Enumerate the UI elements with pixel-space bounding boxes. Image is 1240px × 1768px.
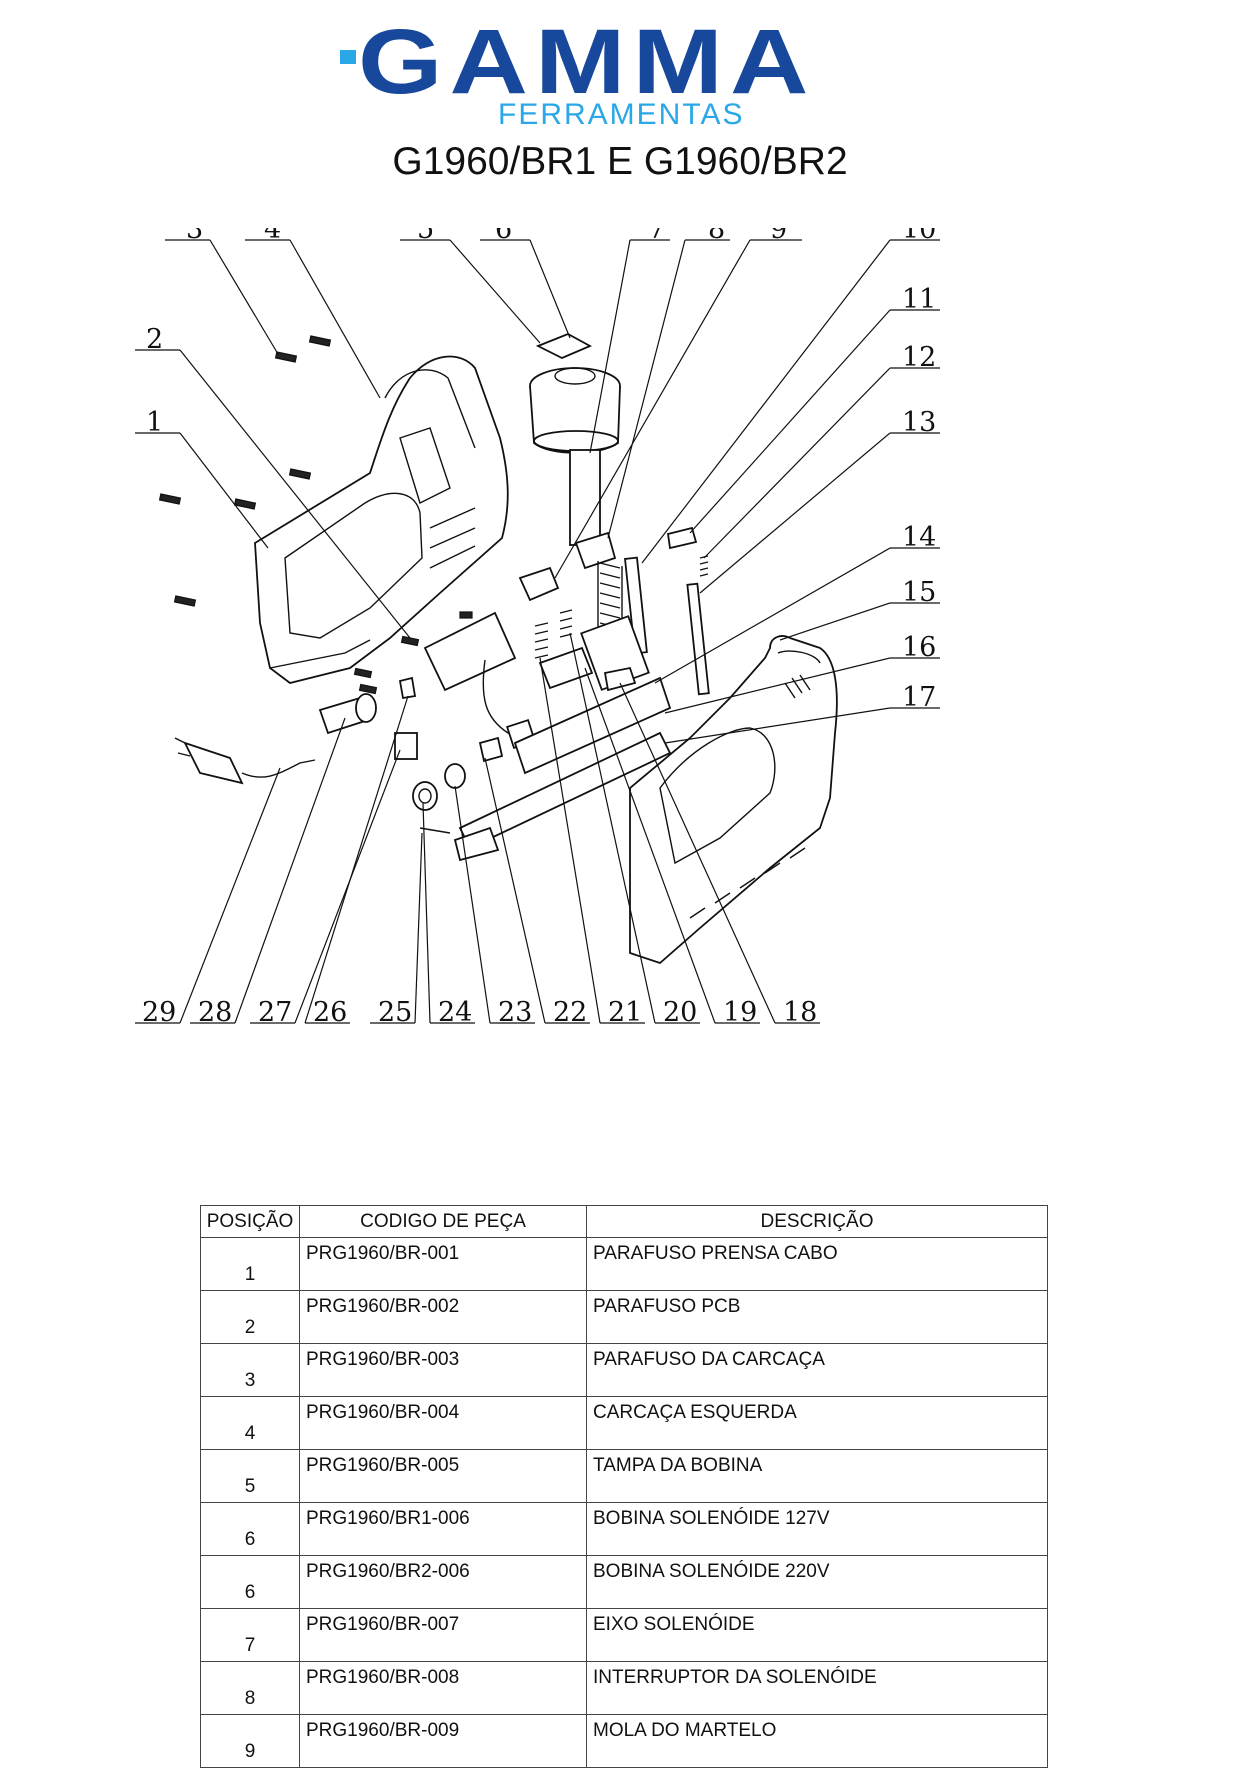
callout-17: 17 [902,682,936,713]
small-parts-drawing [394,676,504,834]
callout-14: 14 [902,522,936,553]
cell-part-code: PRG1960/BR-008 [299,1661,587,1715]
callout-18: 18 [783,997,817,1028]
brand-name: GAMMA [358,11,816,113]
table-row: 4 PRG1960/BR-004 CARCAÇA ESQUERDA [200,1396,1048,1450]
callout-29: 29 [142,997,176,1028]
cell-position: 8 [200,1661,300,1715]
cell-position: 9 [200,1714,300,1768]
callout-8: 8 [708,228,725,245]
cell-description: MOLA DO MARTELO [586,1714,1048,1768]
table-row: 3 PRG1960/BR-003 PARAFUSO DA CARCAÇA [200,1343,1048,1397]
left-housing-drawing [254,355,509,684]
table-row: 5 PRG1960/BR-005 TAMPA DA BOBINA [200,1449,1048,1503]
cell-part-code: PRG1960/BR-004 [299,1396,587,1450]
callout-26: 26 [313,997,347,1028]
table-row: 6 PRG1960/BR2-006 BOBINA SOLENÓIDE 220V [200,1555,1048,1609]
cell-part-code: PRG1960/BR2-006 [299,1555,587,1609]
cell-description: INTERRUPTOR DA SOLENÓIDE [586,1661,1048,1715]
cell-position: 3 [200,1343,300,1397]
cell-position: 4 [200,1396,300,1450]
cell-part-code: PRG1960/BR-009 [299,1714,587,1768]
solenoid-drawing [529,333,621,570]
cell-position: 6 [200,1555,300,1609]
power-cord-drawing [174,693,377,785]
parts-table: POSIÇÃO CODIGO DE PEÇA DESCRIÇÃO 1 PRG19… [200,1205,1048,1768]
header-position: POSIÇÃO [200,1205,300,1238]
callout-3: 3 [186,228,203,245]
cell-description: BOBINA SOLENÓIDE 220V [586,1555,1048,1609]
brand-subtitle: FERRAMENTAS [498,98,745,131]
callout-4: 4 [264,228,281,245]
callout-19: 19 [723,997,757,1028]
small-springs-drawing [534,609,594,690]
model-title: G1960/BR1 E G1960/BR2 [392,140,848,183]
callout-15: 15 [902,577,936,608]
leader-lines [135,239,940,1024]
callout-22: 22 [553,997,587,1028]
callout-5: 5 [417,228,434,245]
cell-part-code: PRG1960/BR-005 [299,1449,587,1503]
cell-part-code: PRG1960/BR-003 [299,1343,587,1397]
cell-description: PARAFUSO DA CARCAÇA [586,1343,1048,1397]
plates-drawing [624,526,710,696]
table-header-row: POSIÇÃO CODIGO DE PEÇA DESCRIÇÃO [200,1205,1048,1238]
table-row: 9 PRG1960/BR-009 MOLA DO MARTELO [200,1714,1048,1768]
cell-description: PARAFUSO PCB [586,1290,1048,1344]
callout-27: 27 [258,997,292,1028]
cell-description: EIXO SOLENÓIDE [586,1608,1048,1662]
right-housing-drawing [629,635,838,965]
callout-numbers: 3 4 5 6 7 8 9 10 11 12 13 14 15 16 17 2 … [142,228,936,1028]
callout-1: 1 [146,407,163,438]
cell-description: PARAFUSO PRENSA CABO [586,1237,1048,1291]
callout-23: 23 [498,997,532,1028]
callout-20: 20 [663,997,697,1028]
cell-position: 6 [200,1502,300,1556]
header-description: DESCRIÇÃO [586,1205,1048,1238]
solenoid-switch-drawing [518,566,560,602]
callout-9: 9 [770,228,787,245]
cell-position: 2 [200,1290,300,1344]
callout-6: 6 [495,228,512,245]
cell-description: TAMPA DA BOBINA [586,1449,1048,1503]
cell-description: CARCAÇA ESQUERDA [586,1396,1048,1450]
cell-position: 1 [200,1237,300,1291]
cell-part-code: PRG1960/BR1-006 [299,1502,587,1556]
cell-description: BOBINA SOLENÓIDE 127V [586,1502,1048,1556]
callout-13: 13 [902,407,936,438]
callout-12: 12 [902,342,936,373]
exploded-view-diagram: 3 4 5 6 7 8 9 10 11 12 13 14 15 16 17 2 … [130,228,1090,1168]
cell-position: 7 [200,1608,300,1662]
callout-28: 28 [198,997,232,1028]
table-row: 6 PRG1960/BR1-006 BOBINA SOLENÓIDE 127V [200,1502,1048,1556]
cell-part-code: PRG1960/BR-002 [299,1290,587,1344]
callout-7: 7 [648,228,665,245]
callout-16: 16 [902,632,936,663]
callout-11: 11 [902,284,936,315]
cell-part-code: PRG1960/BR-007 [299,1608,587,1662]
table-row: 1 PRG1960/BR-001 PARAFUSO PRENSA CABO [200,1237,1048,1291]
callout-24: 24 [438,997,472,1028]
brand-logo: GAMMA FERRAMENTAS [340,16,900,132]
table-row: 8 PRG1960/BR-008 INTERRUPTOR DA SOLENÓID… [200,1661,1048,1715]
cell-position: 5 [200,1449,300,1503]
magazine-drawing [453,615,672,862]
header-part-code: CODIGO DE PEÇA [299,1205,587,1238]
cell-part-code: PRG1960/BR-001 [299,1237,587,1291]
screws-drawing [158,335,473,695]
exploded-view-svg: 3 4 5 6 7 8 9 10 11 12 13 14 15 16 17 2 … [135,228,940,1028]
callout-21: 21 [608,997,642,1028]
table-row: 7 PRG1960/BR-007 EIXO SOLENÓIDE [200,1608,1048,1662]
callout-25: 25 [378,997,412,1028]
pcb-drawing [423,611,536,749]
callout-2: 2 [146,324,163,355]
table-row: 2 PRG1960/BR-002 PARAFUSO PCB [200,1290,1048,1344]
callout-10: 10 [902,228,936,245]
